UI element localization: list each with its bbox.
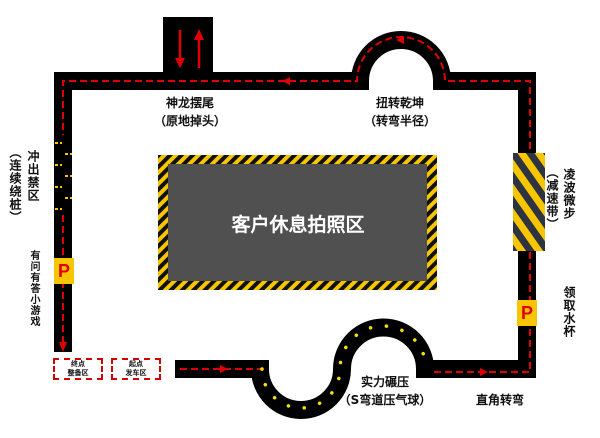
parking-right-icon: P (517, 300, 537, 326)
route-line (62, 36, 531, 373)
right-angle-title: 直角转弯 (475, 393, 524, 407)
finish-zone-line1: 终点 (71, 360, 85, 368)
rest-area-label: 客户休息拍照区 (231, 213, 365, 236)
arrow-down-left (59, 342, 67, 352)
twist-title: 扭转乾坤 (375, 96, 424, 110)
u-turn-subtitle: （原地掉头） (153, 114, 226, 128)
u-turn-pad (163, 17, 213, 79)
rest-area (168, 164, 427, 281)
slalom-cones (55, 142, 72, 210)
speed-bump-title: 凌波微步 (562, 168, 576, 220)
s-curve-title: 实力碾压 (360, 375, 409, 389)
track-road (54, 31, 536, 419)
arrow-right-bottom-2 (480, 368, 488, 376)
quiz-title: 有问有答小游戏 (28, 250, 39, 327)
start-zone-line2: 发车区 (125, 369, 147, 377)
finish-zone: 终点 整备区 (53, 358, 103, 380)
u-turn-arrows-icon (175, 29, 204, 68)
finish-zone-line2: 整备区 (67, 369, 89, 377)
start-zone-line1: 起点 (129, 360, 143, 368)
speed-bump (513, 153, 545, 251)
water-cup-title: 领取水杯 (562, 286, 576, 338)
slalom-title: 冲出禁区 (26, 150, 40, 202)
arrow-right-bottom (220, 365, 228, 373)
speed-bump-subtitle: （减速带） (545, 166, 559, 231)
arrow-left-top (282, 77, 290, 85)
arrow-hump (396, 36, 404, 44)
u-turn-title: 神龙摆尾 (165, 96, 214, 110)
s-curve-subtitle: （S弯道压气球） (338, 393, 432, 407)
slalom-subtitle: （连续绕桩） (8, 146, 22, 224)
start-zone: 起点 发车区 (111, 358, 161, 380)
parking-left-icon: P (54, 258, 74, 284)
twist-subtitle: （转弯半径） (363, 114, 436, 128)
